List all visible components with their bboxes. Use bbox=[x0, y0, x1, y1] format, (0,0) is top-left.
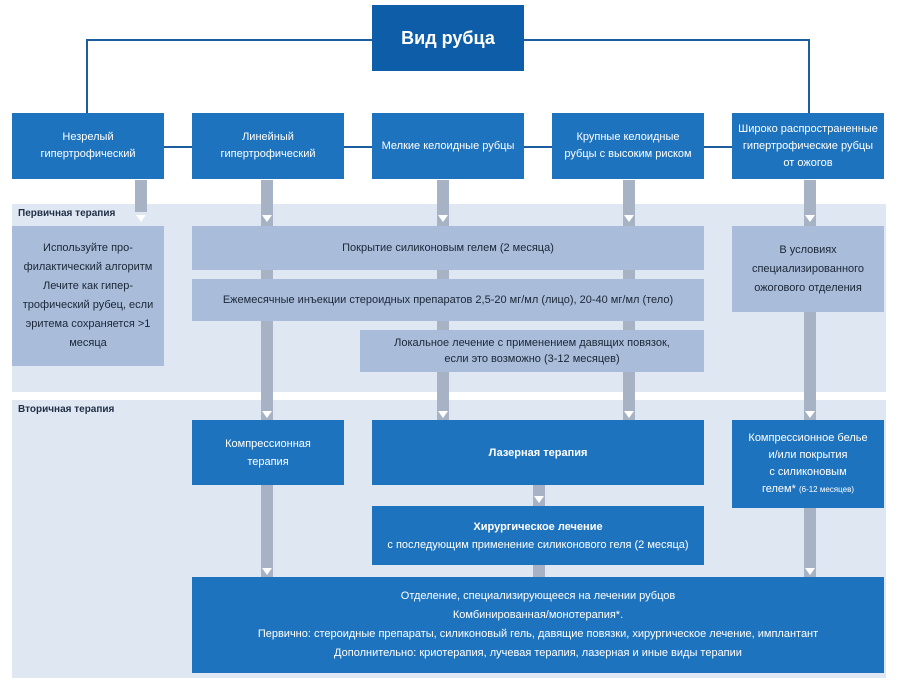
arrow-down-icon bbox=[262, 215, 272, 222]
connector-col-1 bbox=[135, 180, 147, 212]
burn-unit-line-3: ожогового отделения bbox=[754, 281, 862, 294]
arrow-down-icon bbox=[805, 215, 815, 222]
primary-therapy-label: Первичная терапия bbox=[18, 208, 116, 219]
scar-clinic-line-2: Комбинированная/монотерапия*. bbox=[452, 609, 624, 621]
arrow-down-icon bbox=[534, 496, 544, 503]
garments-line-2: и/или покрытия bbox=[768, 449, 848, 461]
arrow-down-icon bbox=[438, 411, 448, 418]
compression-line-1: Компрессионная bbox=[225, 437, 311, 450]
category-1-line1: Незрелый bbox=[62, 131, 114, 143]
category-4-line2: рубцы с высоким риском bbox=[564, 148, 692, 160]
arrow-down-icon bbox=[624, 411, 634, 418]
garments-note: (6-12 месяцев) bbox=[798, 485, 854, 494]
prophylactic-line-5: эритема сохраняется >1 bbox=[25, 318, 151, 330]
steroid-injections-box: Ежемесячные инъекции стероидных препарат… bbox=[192, 279, 704, 321]
category-5-line1: Широко распространенные bbox=[738, 122, 878, 135]
category-linear-hypertrophic: Линейный гипертрофический bbox=[192, 113, 344, 179]
laser-therapy-box: Лазерная терапия bbox=[372, 420, 704, 485]
pressure-line-2: если это возможно (3-12 месяцев) bbox=[444, 353, 620, 365]
category-5-line2: гипертрофические рубцы bbox=[742, 139, 874, 152]
burn-unit-box: В условиях специализированного ожогового… bbox=[732, 226, 884, 312]
arrow-down-icon bbox=[262, 568, 272, 575]
garments-last: гелем* bbox=[761, 483, 796, 495]
surgery-title: Хирургическое лечение bbox=[473, 520, 603, 533]
category-1-line2: гипертрофический bbox=[40, 148, 136, 160]
prophylactic-line-6: месяца bbox=[69, 337, 107, 349]
garments-line-1: Компрессионное белье bbox=[748, 432, 868, 444]
tree-connector-right bbox=[808, 39, 810, 115]
category-5-line3: от ожогов bbox=[783, 156, 833, 169]
prophylactic-line-2: филактический алгоритм bbox=[23, 261, 153, 273]
category-4-line1: Крупные келоидные bbox=[576, 131, 680, 143]
compression-line-2: терапия bbox=[247, 455, 289, 468]
category-small-keloids: Мелкие келоидные рубцы bbox=[372, 113, 524, 179]
surgery-subtitle: с последующим применение силиконового ге… bbox=[387, 538, 689, 551]
prophylactic-algorithm-box: Используйте про- филактический алгоритм … bbox=[12, 226, 164, 366]
prophylactic-line-1: Используйте про- bbox=[43, 242, 133, 254]
connector-surgery-bottom bbox=[533, 565, 545, 579]
category-2-line1: Линейный bbox=[242, 131, 294, 143]
category-3-line1: Мелкие келоидные рубцы bbox=[381, 139, 515, 152]
scar-clinic-box: Отделение, специализирующееся на лечении… bbox=[192, 577, 884, 673]
scar-clinic-line-4: Дополнительно: криотерапия, лучевая тера… bbox=[334, 647, 742, 659]
arrow-down-icon bbox=[805, 411, 815, 418]
scar-clinic-line-3: Первично: стероидные препараты, силиконо… bbox=[257, 628, 819, 640]
prophylactic-line-4: трофический рубец, если bbox=[22, 299, 154, 311]
category-large-keloids: Крупные келоидные рубцы с высоким риском bbox=[552, 113, 704, 179]
arrow-down-icon bbox=[262, 411, 272, 418]
pressure-line-1: Локальное лечение с применением давящих … bbox=[394, 337, 670, 349]
category-immature-hypertrophic: Незрелый гипертрофический bbox=[12, 113, 164, 179]
arrow-down-icon bbox=[438, 215, 448, 222]
category-2-line2: гипертрофический bbox=[220, 148, 316, 160]
compression-garments-box: Компрессионное белье и/или покрытия с си… bbox=[732, 420, 884, 508]
burn-unit-line-1: В условиях bbox=[779, 243, 837, 256]
silicone-gel-box: Покрытие силиконовым гелем (2 месяца) bbox=[192, 226, 704, 270]
pressure-dressing-box: Локальное лечение с применением давящих … bbox=[360, 330, 704, 372]
garments-line-3: с силиконовым bbox=[769, 466, 847, 478]
scar-clinic-line-1: Отделение, специализирующееся на лечении… bbox=[400, 590, 676, 602]
arrow-down-icon bbox=[624, 215, 634, 222]
compression-therapy-box: Компрессионная терапия bbox=[192, 420, 344, 485]
surgical-treatment-box: Хирургическое лечение с последующим прим… bbox=[372, 506, 704, 565]
arrow-down-icon bbox=[136, 215, 146, 222]
prophylactic-line-3: Лечите как гипер- bbox=[43, 280, 133, 292]
secondary-therapy-label: Вторичная терапия bbox=[18, 404, 115, 415]
burn-unit-line-2: специализированного bbox=[751, 262, 865, 275]
category-widespread-burn-scars: Широко распространенные гипертрофические… bbox=[732, 113, 884, 179]
scar-type-title: Вид рубца bbox=[372, 5, 524, 71]
tree-connector-left bbox=[86, 39, 88, 115]
garments-line-4: гелем* (6-12 месяцев) bbox=[762, 481, 854, 498]
arrow-down-icon bbox=[805, 568, 815, 575]
